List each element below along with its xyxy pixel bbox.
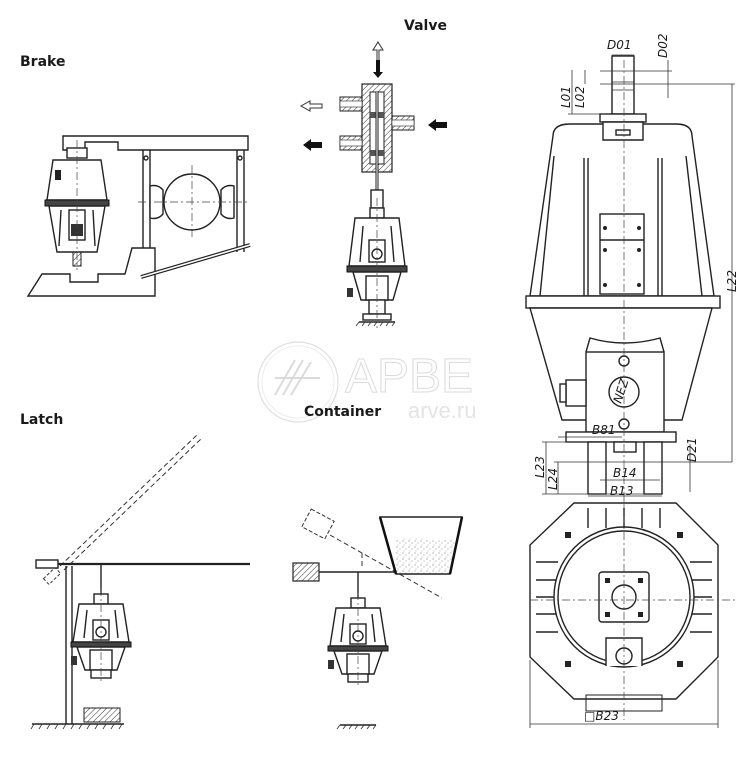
- dim-l22: L22: [725, 270, 739, 292]
- dim-b23: □B23: [584, 709, 619, 723]
- arrow-left-outline-icon: [299, 100, 323, 112]
- dim-l24: L24: [546, 468, 560, 490]
- dim-l01: L01: [559, 86, 573, 108]
- container-title: Container: [304, 404, 381, 420]
- arrow-right-icon: [428, 119, 447, 131]
- watermark-brand: APBE: [345, 350, 473, 403]
- dimensional-drawing: D01 D02 L01 L02 NEZ: [525, 33, 739, 728]
- cable-gland: [565, 379, 587, 407]
- valve-panel: Valve: [299, 18, 447, 328]
- latch-panel: Latch: [20, 412, 250, 730]
- watermark-logo-icon: [257, 341, 339, 423]
- brake-title: Brake: [20, 54, 65, 70]
- dim-l02: L02: [573, 86, 587, 108]
- dim-d02: D02: [656, 33, 670, 58]
- brake-panel: Brake: [20, 54, 251, 297]
- dim-b81: B81: [592, 423, 616, 437]
- latch-title: Latch: [20, 412, 63, 428]
- watermark-site: arve.ru: [408, 398, 476, 423]
- container-panel: Container: [292, 404, 464, 730]
- dim-l23: L23: [533, 456, 547, 478]
- dim-b13: B13: [610, 484, 634, 498]
- dim-d01: D01: [607, 38, 632, 52]
- arrow-left-icon: [303, 139, 322, 151]
- dim-b14: B14: [613, 466, 637, 480]
- arrow-down-icon: [373, 60, 383, 78]
- valve-title: Valve: [404, 18, 447, 34]
- watermark: APBE arve.ru: [257, 341, 476, 423]
- dim-d21: D21: [685, 437, 699, 462]
